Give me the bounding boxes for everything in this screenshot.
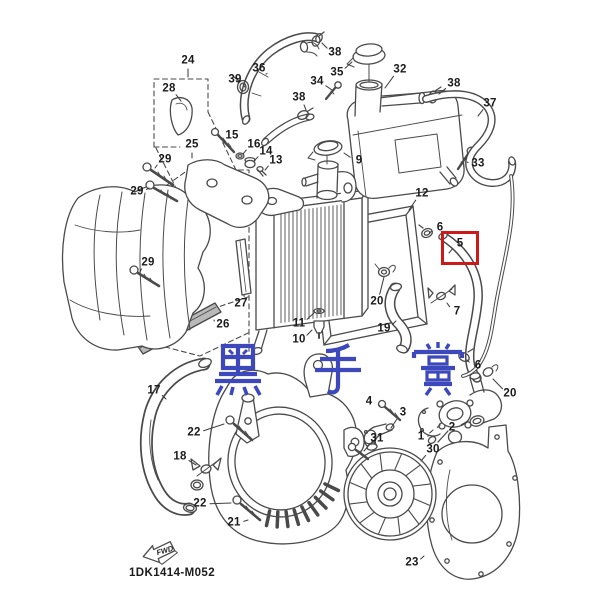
part-label-26: 26 [216, 318, 230, 331]
part-label-27: 27 [234, 297, 248, 310]
bolt-22 [225, 415, 262, 522]
hose-clamp-39 [233, 76, 250, 95]
part-label-15: 15 [225, 129, 239, 142]
part-label-29: 29 [130, 185, 144, 198]
watermark-char-hei [215, 343, 262, 396]
bolt-31 [347, 442, 370, 461]
hose-clamp-6 [458, 348, 474, 363]
part-label-33: 33 [471, 157, 485, 170]
overflow-hose-37 [422, 90, 517, 187]
part-label-23: 23 [405, 556, 419, 569]
part-label-39: 39 [228, 73, 242, 86]
outlet-hose-19 [384, 282, 412, 354]
radiator-fins [280, 204, 342, 324]
shroud-vents [264, 482, 341, 529]
cooling-fan-30 [343, 447, 437, 541]
bolt-34 [324, 81, 342, 101]
screw-15-washer-16-grommet-14-collar-13 [210, 127, 267, 177]
part-label-29: 29 [158, 153, 172, 166]
part-label-35: 35 [330, 66, 344, 79]
part-label-18: 18 [173, 450, 187, 463]
part-label-11: 11 [292, 317, 306, 330]
part-label-37: 37 [483, 97, 497, 110]
short-hose-38 [261, 41, 320, 147]
reserve-tank-32 [346, 43, 465, 200]
part-label-10: 10 [292, 333, 306, 346]
radiator [251, 187, 369, 356]
wire-clamp-20 [482, 364, 499, 377]
part-label-38: 38 [328, 46, 342, 59]
bracket-28 [169, 97, 193, 136]
part-label-29: 29 [141, 256, 155, 269]
seal-strip-27 [235, 238, 252, 296]
part-label-5: 5 [456, 237, 464, 250]
drawing-number: 1DK1414-M052 [129, 567, 215, 579]
part-label-20: 20 [503, 387, 517, 400]
part-label-21: 21 [227, 516, 241, 529]
part-label-38: 38 [447, 77, 461, 90]
part-label-2: 2 [448, 421, 456, 434]
part-label-38: 38 [292, 91, 306, 104]
part-label-31: 31 [370, 432, 384, 445]
part-label-22: 22 [187, 426, 201, 439]
part-label-30: 30 [426, 443, 440, 456]
wing-clamp-18 [190, 457, 222, 491]
part-label-6: 6 [436, 221, 444, 234]
part-label-34: 34 [310, 75, 324, 88]
part-label-13: 13 [269, 154, 283, 167]
hose-clamp-38 [311, 31, 325, 47]
part-label-4: 4 [365, 395, 373, 408]
hose-clamp-6 [418, 224, 433, 239]
bypass-tube [461, 174, 515, 378]
part-label-14: 14 [259, 145, 273, 158]
part-label-17: 17 [147, 384, 161, 397]
wire-clamp-7 [427, 284, 456, 304]
part-label-6: 6 [474, 359, 482, 372]
filler-cap-9 [301, 140, 357, 203]
watermark [215, 342, 465, 396]
part-label-25: 25 [185, 138, 199, 151]
highlight-box-part-5 [441, 231, 479, 265]
part-label-22: 22 [193, 497, 207, 510]
part-label-36: 36 [252, 62, 266, 75]
part-label-9: 9 [355, 154, 363, 167]
leader-lines [139, 42, 504, 560]
part-label-24: 24 [181, 54, 195, 67]
drain-bolt-washer [313, 307, 325, 339]
pipe-joint-3 [363, 423, 395, 451]
part-label-28: 28 [162, 82, 176, 95]
lower-hose-17 [139, 357, 212, 516]
part-label-1: 1 [417, 430, 425, 443]
water-pump-assembly [417, 372, 503, 445]
part-label-20: 20 [370, 295, 384, 308]
part-label-7: 7 [453, 305, 461, 318]
watermark-char-shou [315, 343, 361, 395]
bolt-29 [129, 162, 179, 288]
part-label-3: 3 [399, 406, 407, 419]
part-label-16: 16 [247, 138, 261, 151]
crankcase-cover-23 [426, 424, 521, 580]
radiator-hose-36 [239, 32, 323, 125]
part-label-32: 32 [393, 63, 407, 76]
watermark-char-dang [411, 342, 465, 396]
part-label-19: 19 [377, 322, 391, 335]
part-label-12: 12 [415, 187, 429, 200]
